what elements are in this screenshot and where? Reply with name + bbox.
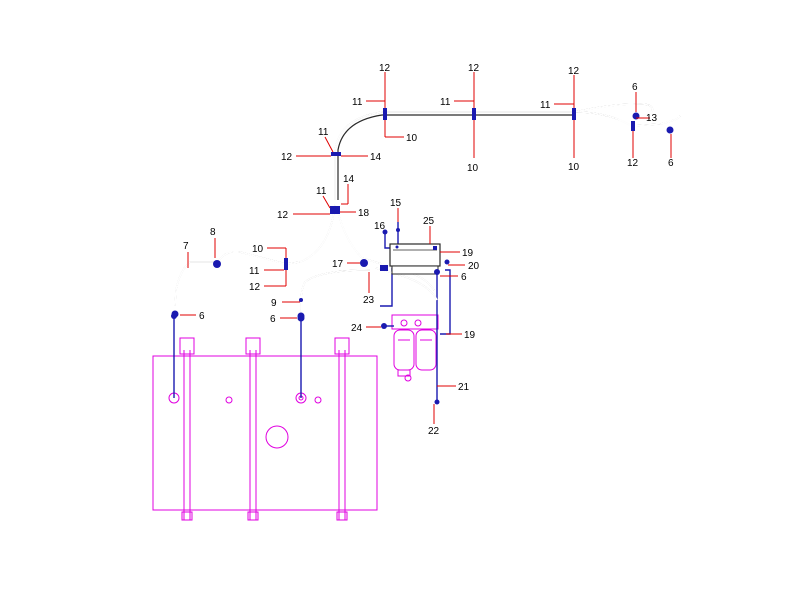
callout-24: 24 [351,323,363,334]
callout-11: 11 [316,186,327,197]
callout-6: 6 [632,82,638,93]
tank-strap [245,337,261,521]
callout-11: 11 [440,97,451,108]
callout-10: 10 [252,244,264,255]
callout-12: 12 [249,282,261,293]
fuel-tank [152,337,378,521]
callout-6: 6 [199,311,205,322]
callout-6: 6 [668,158,674,169]
tank-strap [179,337,195,521]
tank-small-hole [225,396,233,404]
callout-18: 18 [358,208,370,219]
callout-13: 13 [646,113,658,124]
callout-7: 7 [183,241,189,252]
main-hose-route [174,103,681,315]
callout-19: 19 [464,330,476,341]
callout-6: 6 [270,314,276,325]
callout-6: 6 [461,272,467,283]
callout-21: 21 [458,382,470,393]
tank-strap [334,337,350,521]
callout-8: 8 [210,227,216,238]
callout-10: 10 [568,162,580,173]
callout-23: 23 [363,295,375,306]
callout-10: 10 [467,163,479,174]
tank-small-hole [314,396,322,404]
callout-20: 20 [468,261,480,272]
callout-9: 9 [271,298,277,309]
callout-11: 11 [318,127,329,138]
callout-10: 10 [406,133,418,144]
callout-12: 12 [277,210,289,221]
callout-25: 25 [423,216,435,227]
callout-22: 22 [428,426,440,437]
callout-19: 19 [462,248,474,259]
tank-body [152,355,378,511]
control-module [389,243,450,275]
callout-labels: 12 11 10 12 11 10 12 11 10 6 13 12 6 11 … [183,63,674,437]
fuel-line-filter [380,248,451,405]
tank-filler-cap [265,425,289,449]
callout-12: 12 [379,63,391,74]
callout-12: 12 [568,66,580,77]
callout-12: 12 [627,158,639,169]
callout-16: 16 [374,221,386,232]
callout-11: 11 [352,97,363,108]
callout-11: 11 [249,266,260,277]
fuel-filter-assembly [391,314,439,382]
callout-17: 17 [332,259,344,270]
callout-15: 15 [390,198,402,209]
callout-11: 11 [540,100,551,111]
callout-14: 14 [343,174,355,185]
callout-12: 12 [281,152,293,163]
callout-12: 12 [468,63,480,74]
callout-14: 14 [370,152,382,163]
clamps [171,108,674,320]
leader-lines [180,72,672,424]
